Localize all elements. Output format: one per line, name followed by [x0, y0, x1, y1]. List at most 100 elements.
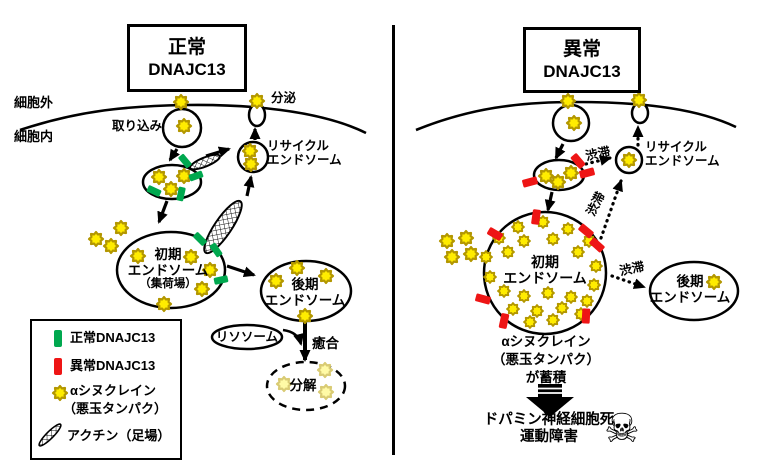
alpha-synuclein-icon	[462, 245, 480, 263]
alpha-synuclein-icon	[523, 315, 537, 329]
skull-crossbones-icon: ☠	[604, 407, 640, 451]
alpha-synuclein-icon	[87, 230, 105, 248]
legend-synuclein-label2: （悪玉タンパク）	[63, 401, 168, 416]
abnormal-dnajc13-icon	[522, 176, 538, 188]
alpha-synuclein-icon	[561, 222, 575, 236]
arrow-congested-sorting-to-recycling	[584, 155, 612, 166]
alpha-synuclein-icon	[479, 250, 493, 264]
legend: 正常DNAJC13 異常DNAJC13 αシヌクレイン （悪玉タンパク） アクチ…	[30, 319, 182, 460]
abnormal-dnajc13-icon	[578, 223, 594, 239]
alpha-synuclein-icon	[112, 219, 130, 237]
label-intracellular: 細胞内	[14, 129, 54, 144]
label-accumulation: αシヌクレイン （悪玉タンパク） が蓄積	[492, 334, 600, 386]
alpha-synuclein-icon	[564, 290, 578, 304]
label-late-endosome-right: 後期 エンドソーム	[649, 274, 731, 305]
actin-filament-large	[203, 199, 243, 255]
alpha-synuclein-icon	[506, 302, 520, 316]
title-box-normal: 正常 DNAJC13	[127, 24, 247, 92]
alpha-synuclein-icon	[559, 92, 577, 110]
abnormal-dnajc13-icon	[579, 167, 595, 179]
panel-divider	[392, 25, 395, 455]
alpha-synuclein-icon	[541, 286, 555, 300]
alpha-synuclein-icon	[549, 173, 567, 191]
legend-synuclein-label1: αシヌクレイン	[70, 383, 156, 398]
lysosome	[210, 323, 284, 351]
label-early-endosome-left: 初期 エンドソーム （集荷場）	[127, 247, 209, 291]
legend-normal-label: 正常DNAJC13	[70, 330, 156, 345]
label-lysosome: リソソーム	[215, 330, 279, 344]
label-late-endosome-left: 後期 エンドソーム	[264, 277, 346, 308]
label-recycling-endosome-left: リサイクル エンドソーム	[267, 139, 342, 168]
alpha-synuclein-icon	[562, 164, 580, 182]
arrow-actin-to-recycling	[243, 175, 255, 197]
normal-dnajc13-icon	[188, 170, 204, 182]
arrow-congested-early-to-recycling	[599, 179, 623, 240]
arrow-congested-early-to-late	[610, 274, 646, 289]
alpha-synuclein-icon	[457, 229, 475, 247]
alpha-synuclein-icon	[555, 301, 569, 315]
normal-dnajc13-icon	[213, 275, 229, 285]
alpha-synuclein-icon	[511, 220, 525, 234]
label-extracellular: 細胞外	[14, 95, 54, 110]
abnormal-dnajc13-icon	[531, 209, 541, 225]
arrow-uptake-to-sorting	[168, 148, 181, 162]
label-outcome: ドパミン神経細胞死 運動障害	[483, 412, 615, 446]
legend-actin-label: アクチン（足場）	[67, 428, 171, 443]
alpha-synuclein-icon	[172, 93, 190, 111]
alpha-synuclein-icon	[546, 232, 560, 246]
abnormal-dnajc13-icon	[589, 237, 605, 253]
abnormal-dnajc13-icon	[475, 293, 491, 305]
legend-abnormal-label: 異常DNAJC13	[70, 358, 156, 373]
title-abnormal-gene: DNAJC13	[543, 61, 621, 81]
abnormal-dnajc13-icon	[487, 227, 503, 241]
alpha-synuclein-icon	[483, 270, 497, 284]
accumulation-arrow-icon	[526, 384, 574, 417]
alpha-synuclein-icon	[589, 259, 603, 273]
alpha-synuclein-icon	[241, 142, 259, 160]
title-abnormal: 異常	[562, 38, 601, 60]
alpha-synuclein-icon	[242, 155, 260, 173]
normal-dnajc13-icon	[176, 186, 186, 202]
arrow-early-to-late	[226, 264, 256, 278]
alpha-synuclein-icon	[438, 232, 456, 250]
title-normal: 正常	[167, 36, 206, 58]
normal-dnajc13-icon	[178, 154, 192, 168]
label-fusion: 癒合	[312, 336, 339, 351]
arrow-sorting-to-early-right	[544, 191, 556, 212]
alpha-synuclein-icon	[443, 248, 461, 266]
degraded-synuclein-icon	[317, 383, 335, 401]
arrow-uptake-to-sorting-right	[554, 143, 566, 160]
alpha-synuclein-icon	[630, 91, 648, 109]
alpha-synuclein-icon	[517, 289, 531, 303]
title-normal-gene: DNAJC13	[148, 59, 226, 79]
alpha-synuclein-icon	[497, 284, 511, 298]
alpha-synuclein-icon	[546, 313, 560, 327]
degraded-synuclein-icon	[316, 361, 334, 379]
alpha-synuclein-icon	[620, 151, 638, 169]
abnormal-dnajc13-icon	[498, 313, 510, 329]
alpha-synuclein-icon	[517, 234, 531, 248]
arrow-lysosome-fusion	[282, 328, 304, 346]
legend-normal-dnajc13-icon	[54, 330, 62, 347]
alpha-synuclein-icon	[150, 168, 168, 186]
normal-dnajc13-icon	[193, 232, 207, 246]
label-early-endosome-right: 初期 エンドソーム	[503, 254, 587, 287]
alpha-synuclein-icon	[248, 92, 266, 110]
arrow-sorting-to-recycling	[205, 146, 231, 158]
legend-synuclein-icon	[51, 384, 69, 402]
label-recycling-endosome-right: リサイクル エンドソーム	[645, 140, 720, 169]
alpha-synuclein-icon	[565, 114, 583, 132]
alpha-synuclein-icon	[288, 259, 306, 277]
abnormal-dnajc13-icon	[570, 153, 586, 169]
alpha-synuclein-icon	[530, 304, 544, 318]
label-degradation: 分解	[289, 378, 317, 393]
label-secretion: 分泌	[271, 91, 297, 105]
normal-dnajc13-icon	[146, 185, 162, 197]
alpha-synuclein-icon	[162, 180, 180, 198]
arrow-sorting-to-early	[157, 200, 169, 224]
alpha-synuclein-icon	[102, 237, 120, 255]
legend-abnormal-dnajc13-icon	[54, 358, 62, 375]
actin-filament-small	[189, 153, 221, 171]
title-box-abnormal: 異常 DNAJC13	[523, 27, 641, 93]
label-uptake: 取り込み	[112, 119, 163, 133]
